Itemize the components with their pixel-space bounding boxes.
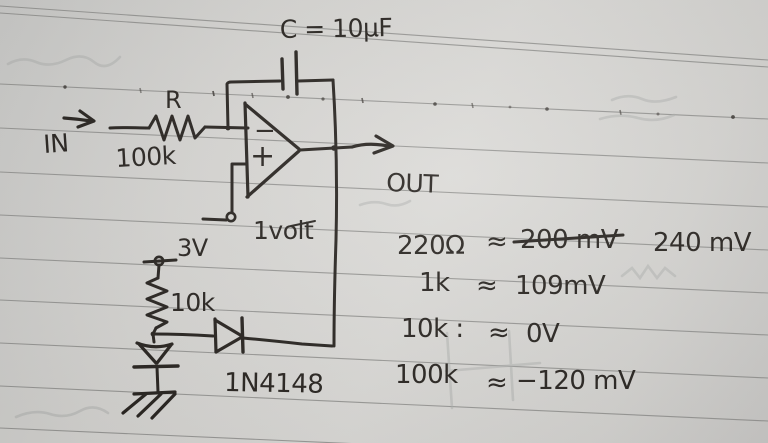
ground-diode-right-edge bbox=[155, 343, 173, 365]
output-to-diode-wire bbox=[331, 78, 339, 348]
measurement-notes: 220Ω ≈ 200 mV 240 mV 1k ≈ 109mV 10k : ≈ … bbox=[395, 225, 752, 398]
output-arrow-head bbox=[372, 134, 395, 155]
approx-sign: ≈ bbox=[486, 368, 507, 398]
top-double-rule-2 bbox=[0, 12, 768, 68]
resistor-R-zigzag bbox=[147, 114, 207, 142]
ground-symbol-stroke bbox=[121, 392, 148, 415]
resistor-10k-zigzag bbox=[145, 276, 169, 330]
ground-symbol-bar bbox=[132, 390, 177, 396]
measurement-resistance: 1k bbox=[419, 268, 450, 298]
opamp-top-edge bbox=[243, 102, 301, 151]
rule-line bbox=[0, 427, 352, 443]
resistor-10k-value: 10k bbox=[170, 288, 216, 317]
top-double-rule-1 bbox=[0, 5, 768, 61]
measurement-resistance: 220Ω bbox=[397, 231, 465, 261]
diode-bottom-edge bbox=[214, 335, 244, 354]
feedback-wire-right bbox=[296, 78, 335, 83]
measurement-value: −120 mV bbox=[516, 366, 636, 396]
output-branch: OUT bbox=[298, 78, 440, 348]
output-arrow-shaft bbox=[350, 142, 390, 149]
supply-terminal-stub bbox=[142, 258, 178, 264]
reference-terminal-circle bbox=[225, 211, 237, 223]
noninverting-input-wire bbox=[230, 162, 248, 214]
input-arrow-head bbox=[76, 109, 96, 129]
opamp-inverting-marker: − bbox=[254, 116, 275, 146]
strikethrough-line bbox=[512, 233, 625, 244]
output-label: OUT bbox=[386, 168, 440, 199]
input-branch: IN R 100k bbox=[42, 86, 250, 173]
opamp-left-edge bbox=[243, 101, 250, 199]
ink-dots-row bbox=[63, 85, 735, 119]
opamp-symbol: − + bbox=[243, 101, 301, 199]
rule-line bbox=[0, 342, 768, 379]
ground-symbol-stroke bbox=[136, 392, 163, 418]
diode-anode-wire bbox=[151, 332, 215, 338]
input-label: IN bbox=[42, 128, 69, 159]
measurement-value: 0V bbox=[526, 319, 560, 349]
supply-label: 3V bbox=[177, 234, 209, 262]
measurement-resistance: 10k : bbox=[401, 314, 464, 344]
approx-sign: ≈ bbox=[486, 227, 507, 257]
diode-left-edge bbox=[213, 317, 218, 354]
measurement-resistance: 100k bbox=[395, 360, 458, 390]
resistor-R-label: R bbox=[165, 86, 181, 114]
approx-sign: ≈ bbox=[488, 318, 509, 348]
ground-symbol-stroke bbox=[150, 392, 177, 420]
rule-line bbox=[0, 385, 768, 422]
ground-diode-left-edge bbox=[137, 342, 158, 365]
opamp-bottom-edge bbox=[245, 149, 301, 199]
feedback-wire-left bbox=[225, 79, 282, 130]
ground-diode-branch bbox=[121, 332, 180, 420]
rule-line bbox=[0, 83, 768, 120]
feedback-diode-branch: 1N4148 bbox=[151, 316, 334, 400]
output-wire bbox=[298, 145, 354, 152]
bias-branch: 3V 10k bbox=[142, 234, 216, 337]
capacitor-plate-right bbox=[294, 50, 299, 96]
diode-label: 1N4148 bbox=[224, 368, 324, 400]
approx-sign: ≈ bbox=[476, 271, 497, 301]
opamp-noninverting-marker: + bbox=[250, 139, 275, 174]
reference-terminal-stub bbox=[201, 217, 228, 222]
rule-line bbox=[0, 299, 768, 336]
capacitor-label: C = 10μF bbox=[280, 13, 393, 44]
input-arrow-shaft bbox=[62, 116, 93, 123]
feedback-capacitor-branch: C = 10μF bbox=[225, 13, 393, 131]
rule-line bbox=[0, 257, 768, 294]
diode-cathode-bar bbox=[240, 316, 245, 354]
resistor-R-value: 100k bbox=[115, 141, 178, 173]
supply-wire bbox=[156, 263, 161, 280]
measurement-value: 240 mV bbox=[653, 228, 752, 258]
measurement-value: 109mV bbox=[515, 271, 606, 301]
ground-stem bbox=[155, 365, 160, 394]
capacitor-plate-left bbox=[280, 57, 285, 91]
rule-line bbox=[0, 214, 768, 251]
rule-line bbox=[0, 171, 768, 208]
bleedthrough-marks bbox=[6, 55, 678, 419]
diode-top-edge bbox=[213, 318, 244, 338]
reference-label: 1volt bbox=[253, 216, 314, 245]
reference-terminal-branch: 1volt bbox=[201, 162, 316, 245]
ruled-lines bbox=[0, 5, 768, 443]
reference-label-cross-stroke bbox=[290, 220, 316, 227]
diode-cathode-wire bbox=[241, 336, 334, 348]
